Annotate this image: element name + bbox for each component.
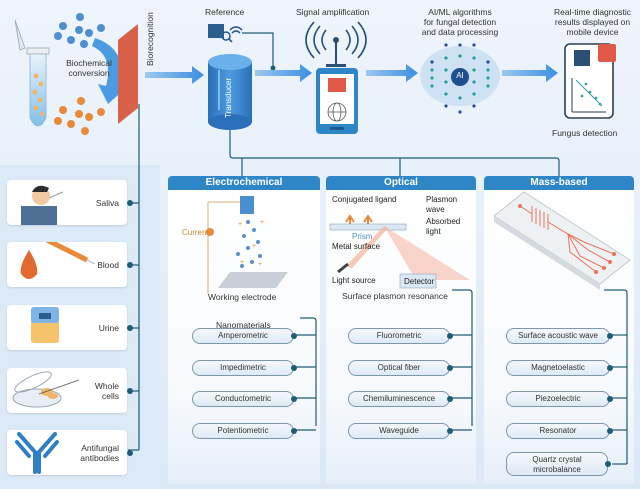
panel-mass-based: Mass-based Surface acoustic wave Magneto… [484, 176, 634, 484]
panel-title: Mass-based [484, 176, 634, 190]
signal-arrow [255, 64, 312, 82]
electrochemical-illustration: + + + + + [206, 196, 288, 294]
transducer-icon [208, 54, 252, 130]
svg-text:+: + [240, 259, 244, 266]
method-magnetoelastic[interactable]: Magnetoelastic [506, 360, 613, 376]
light-source-label: Light source [332, 276, 376, 285]
processing-arrow [366, 64, 418, 82]
sample-card-antibodies: Antifungal antibodies [7, 430, 133, 475]
connector-dot [127, 387, 133, 394]
method-fluorometric[interactable]: Fluorometric [348, 328, 453, 344]
prism-label: Prism [352, 232, 373, 241]
sample-label: Blood [97, 259, 119, 270]
working-electrode-label: Working electrode [208, 292, 277, 302]
spr-caption: Surface plasmon resonance [342, 291, 448, 301]
connector-dot [127, 261, 133, 268]
realtime-results-label: Real-time diagnostic results displayed o… [553, 7, 631, 37]
sample-card-saliva: Saliva [7, 180, 133, 225]
svg-text:+: + [252, 243, 256, 250]
ai-ml-label: AI/ML algorithms for fungal detection an… [421, 7, 499, 37]
results-arrow [502, 64, 558, 82]
svg-text:+: + [238, 221, 242, 228]
optical-illustration [329, 214, 470, 289]
method-resonator[interactable]: Resonator [506, 423, 613, 439]
result-phone-icon [564, 43, 616, 119]
sample-card-blood: Blood [7, 242, 133, 287]
neural-network-icon [420, 43, 500, 114]
detector-label: Detector [404, 277, 435, 286]
method-waveguide[interactable]: Waveguide [348, 423, 453, 439]
transducer-label: Transducer [224, 77, 233, 118]
sample-label: Antifungal antibodies [80, 442, 119, 463]
method-quartz-crystal-microbalance[interactable]: Quartz crystal microbalance [506, 452, 611, 476]
method-piezoelectric[interactable]: Piezoelectric [506, 391, 613, 407]
blood-drop-syringe-icon [20, 242, 96, 279]
blue-molecules-icon [54, 13, 105, 48]
method-optical-fiber[interactable]: Optical fiber [348, 360, 453, 376]
panel-electrochemical: Electrochemical + + + + + Current Working el… [168, 176, 320, 484]
biorecognition-arrow [145, 66, 204, 84]
signal-amplification-label: Signal amplification [296, 7, 370, 17]
reference-icon [208, 24, 243, 43]
membrane-icon [118, 24, 138, 124]
method-surface-acoustic-wave[interactable]: Surface acoustic wave [506, 328, 613, 344]
panel-title: Electrochemical [168, 176, 320, 190]
antibody-icon [15, 432, 59, 474]
conjugated-ligand-label: Conjugated ligand [332, 195, 397, 204]
biochemical-conversion-label: Biochemical conversion [66, 58, 112, 78]
connector-dot [127, 324, 133, 331]
method-chemiluminescence[interactable]: Chemiluminescence [348, 391, 453, 407]
microfluidic-chip-icon [493, 191, 631, 290]
connector-dot [127, 449, 133, 456]
person-saliva-icon [21, 185, 64, 225]
method-impedimetric[interactable]: Impedimetric [192, 360, 297, 376]
urine-bag-icon [31, 307, 59, 343]
ai-badge: AI [456, 71, 464, 80]
conversion-arrow-icon [92, 38, 126, 104]
current-label: Current [182, 228, 209, 237]
reference-label: Reference [205, 7, 245, 17]
plasmon-wave-label: Plasmon wave [426, 195, 458, 214]
sample-card-urine: Urine [7, 305, 133, 350]
panel-optical: Optical Conjugated ligand Plasmon wave P… [326, 176, 476, 484]
sample-label: Urine [98, 322, 119, 333]
orange-molecules-icon [54, 97, 105, 135]
panel-connector-lines [229, 130, 560, 176]
method-conductometric[interactable]: Conductometric [192, 391, 297, 407]
test-tube-icon [14, 19, 50, 127]
absorbed-light-label: Absorbed light [426, 217, 461, 236]
sample-label: Whole cells [94, 380, 119, 401]
nanomaterials-label: Nanomaterials [216, 320, 271, 330]
sample-card-whole-cells: Whole cells [7, 368, 133, 413]
method-amperometric[interactable]: Amperometric [192, 328, 297, 344]
petri-dish-icon [12, 371, 80, 408]
metal-surface-label: Metal surface [332, 242, 381, 251]
svg-text:+: + [258, 261, 262, 268]
fungus-detection-label: Fungus detection [552, 128, 618, 138]
svg-text:+: + [260, 219, 264, 226]
connector-dot [127, 199, 133, 206]
sample-label: Saliva [95, 197, 119, 208]
biorecognition-label: Biorecognition [145, 12, 155, 66]
method-potentiometric[interactable]: Potentiometric [192, 423, 297, 439]
phone-antenna-icon [305, 21, 367, 134]
panel-title: Optical [326, 176, 476, 190]
